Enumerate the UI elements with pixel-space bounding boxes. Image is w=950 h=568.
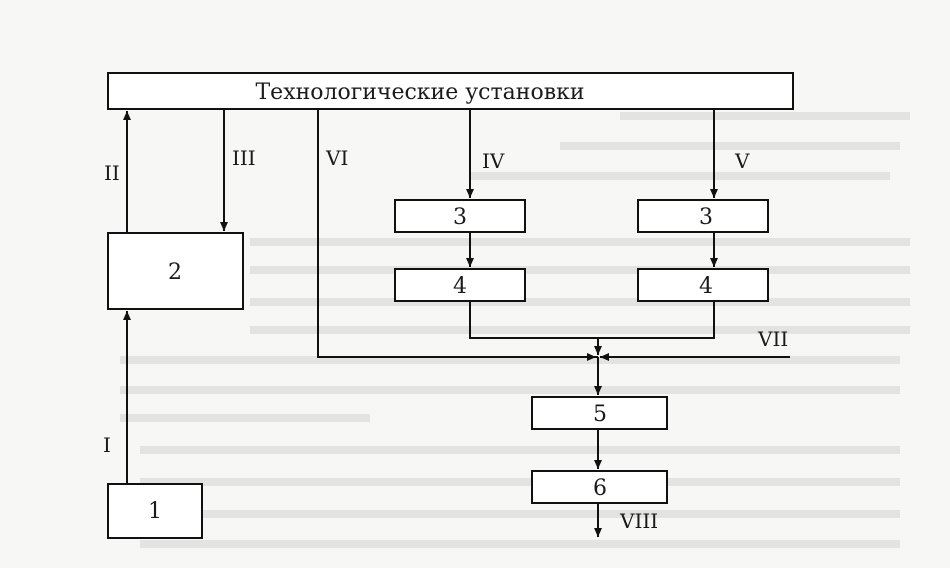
flow-viii-label: VIII — [619, 509, 658, 533]
block-4-right — [637, 268, 769, 302]
block-6 — [531, 470, 668, 504]
block-1 — [107, 483, 203, 539]
installations-title: Технологические установки — [256, 80, 585, 105]
flow-iv-label: IV — [482, 149, 505, 173]
flow-v-label: V — [734, 149, 750, 173]
block-1-label: 1 — [148, 499, 162, 524]
flow-vi-line — [317, 109, 598, 358]
flow-vi-label: VI — [325, 146, 348, 170]
block-4-left — [394, 268, 526, 302]
flow-ii-label: II — [104, 161, 120, 185]
block-3-right — [637, 199, 769, 233]
block-3-left — [394, 199, 526, 233]
block-4-right-label: 4 — [699, 274, 713, 299]
background-text-ghost — [120, 112, 910, 548]
block-2-label: 2 — [168, 260, 182, 285]
flow-iii-label: III — [232, 146, 256, 170]
block-2 — [107, 232, 244, 310]
block-5 — [531, 396, 668, 430]
block-3-left-label: 3 — [453, 205, 467, 230]
block-3-right-label: 3 — [699, 205, 713, 230]
merge-line-4 — [469, 301, 715, 339]
flow-i-label: I — [103, 433, 111, 457]
installations-box — [107, 72, 794, 110]
flow-vii-label: VII — [757, 327, 788, 351]
block-5-label: 5 — [593, 402, 607, 427]
block-6-label: 6 — [593, 476, 607, 501]
block-4-left-label: 4 — [453, 274, 467, 299]
